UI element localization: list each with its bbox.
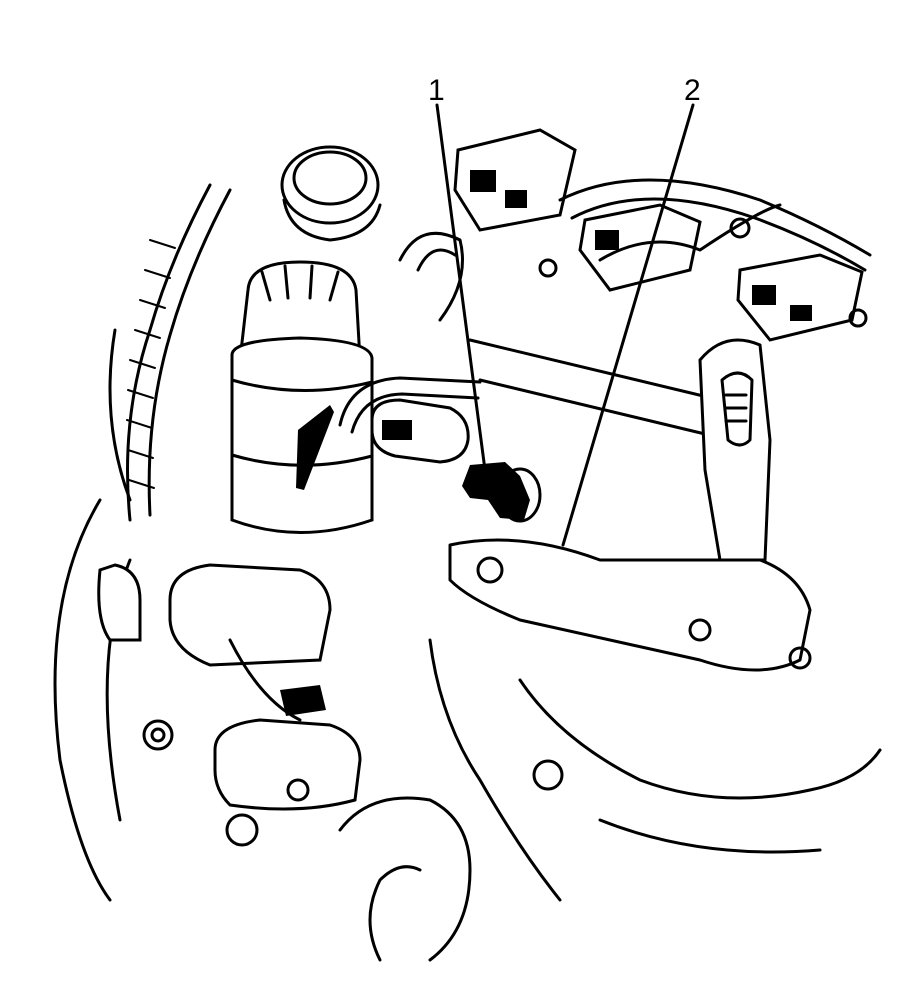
wiring-harness-left <box>108 183 232 522</box>
pump-assembly <box>168 563 362 847</box>
reservoir-cap <box>280 145 382 242</box>
exhaust-manifold <box>428 538 882 902</box>
ignition-coils <box>453 128 868 342</box>
callout-2-leader <box>561 103 695 547</box>
callout-1-leader <box>435 103 487 472</box>
front-cover <box>53 498 174 902</box>
fuel-hose <box>338 376 482 427</box>
lift-bracket <box>698 338 772 562</box>
sensor-connector[interactable] <box>462 462 542 523</box>
lower-pulley <box>338 796 472 962</box>
callout-2-label: 2 <box>684 74 701 107</box>
fuel-filter-canister <box>230 260 374 534</box>
wiring-harness-top <box>558 178 872 257</box>
callout-1-label: 1 <box>428 74 445 107</box>
